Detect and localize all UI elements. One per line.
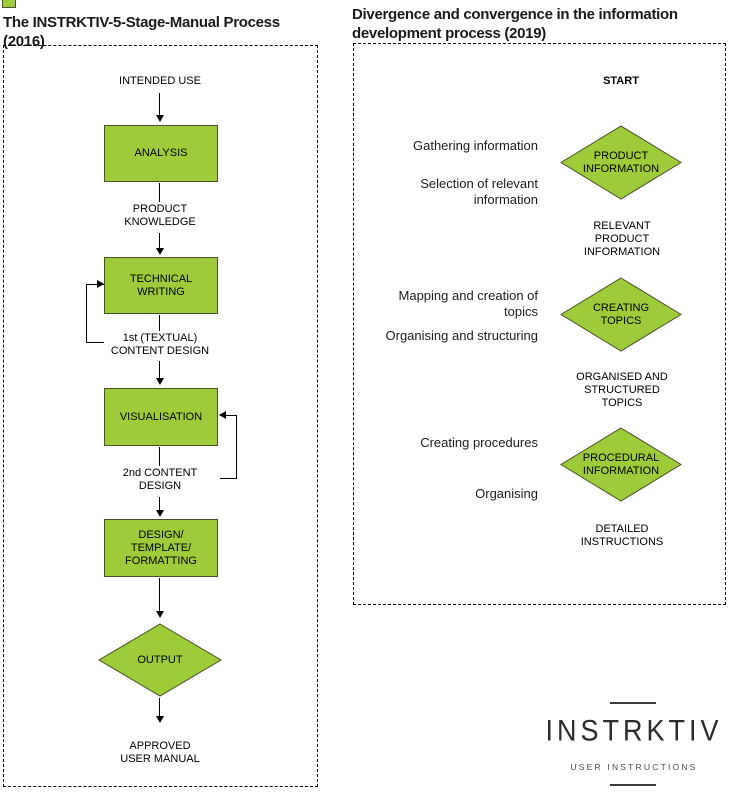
label-approved-user-manual: APPROVED USER MANUAL <box>120 740 200 765</box>
arrowhead-left-icon <box>219 411 226 419</box>
flow-line <box>159 497 160 510</box>
arrowhead-down-icon <box>156 248 164 255</box>
activity-mapping-creation-topics: Mapping and creation of topics <box>398 288 538 319</box>
left-diagram-frame <box>3 45 318 787</box>
flow-line <box>159 447 160 466</box>
flow-line <box>159 93 160 115</box>
diamond-product-information: PRODUCT INFORMATION <box>560 125 682 200</box>
stage-box-analysis: ANALYSIS <box>104 125 218 182</box>
stage-label-design-template-formatting: DESIGN/ TEMPLATE/ FORMATTING <box>125 528 197 567</box>
label-first-content-design: 1st (TEXTUAL) CONTENT DESIGN <box>110 332 210 357</box>
label-product-knowledge: PRODUCT KNOWLEDGE <box>124 203 196 228</box>
label-second-content-design: 2nd CONTENT DESIGN <box>122 467 198 492</box>
arrowhead-down-icon <box>156 510 164 517</box>
activity-organising-structuring: Organising and structuring <box>385 328 538 343</box>
output-diamond: OUTPUT <box>98 623 222 697</box>
arrowhead-down-icon <box>156 716 164 723</box>
result-relevant-product-information: RELEVANT PRODUCT INFORMATION <box>583 220 661 258</box>
stage-box-technical-writing: TECHNICAL WRITING <box>104 257 218 314</box>
flow-line <box>159 183 160 202</box>
stage-label-analysis: ANALYSIS <box>134 147 188 159</box>
arrowhead-down-icon <box>156 115 164 122</box>
logo-top-rule <box>610 702 656 704</box>
activity-organising: Organising <box>475 486 538 501</box>
flow-line <box>159 698 160 716</box>
arrowhead-down-icon <box>156 378 164 385</box>
logo-tagline: USER INSTRUCTIONS <box>570 762 698 772</box>
flow-line <box>159 578 160 611</box>
start-label: START <box>603 75 639 87</box>
diamond-procedural-information: PROCEDURAL INFORMATION <box>560 427 682 502</box>
diamond-label-procedural-information: PROCEDURAL INFORMATION <box>582 451 660 477</box>
result-detailed-instructions: DETAILED INSTRUCTIONS <box>580 523 664 548</box>
stage-label-visualisation: VISUALISATION <box>119 410 203 423</box>
arrowhead-right-icon <box>97 280 104 288</box>
cropped-shape-artifact <box>2 0 16 8</box>
feedback-loop-line <box>86 284 104 343</box>
result-organised-structured-topics: ORGANISED AND STRUCTURED TOPICS <box>576 371 668 409</box>
stage-box-visualisation: VISUALISATION <box>104 388 218 446</box>
label-intended-use: INTENDED USE <box>119 75 201 87</box>
diamond-label-product-information: PRODUCT INFORMATION <box>582 149 660 175</box>
diamond-label-creating-topics: CREATING TOPICS <box>592 301 650 327</box>
activity-creating-procedures: Creating procedures <box>420 435 538 450</box>
logo-wordmark: INSTRKTIV <box>545 714 723 748</box>
feedback-loop-line <box>220 415 237 479</box>
right-diagram-title: Divergence and convergence in the inform… <box>352 6 678 42</box>
flow-line <box>159 315 160 331</box>
flow-line <box>159 233 160 248</box>
stage-label-technical-writing: TECHNICAL WRITING <box>129 272 193 298</box>
activity-selection-relevant-information: Selection of relevant information <box>420 176 538 207</box>
diamond-creating-topics: CREATING TOPICS <box>560 277 682 352</box>
flow-line <box>159 361 160 378</box>
right-diagram-frame <box>353 43 726 605</box>
arrowhead-down-icon <box>156 611 164 618</box>
activity-gathering-information: Gathering information <box>412 138 538 153</box>
stage-box-design-template-formatting: DESIGN/ TEMPLATE/ FORMATTING <box>104 519 218 577</box>
output-label: OUTPUT <box>137 653 183 666</box>
logo-bottom-rule <box>610 784 656 786</box>
